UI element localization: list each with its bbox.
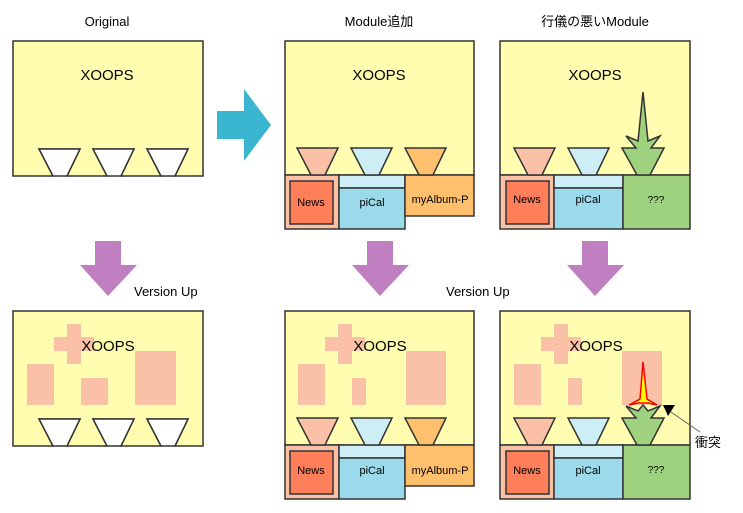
xoops-label: XOOPS — [352, 67, 405, 84]
right-arrow-icon — [217, 89, 271, 161]
xoops-label: XOOPS — [81, 338, 134, 355]
down-arrow-icon-3 — [567, 241, 624, 296]
module-pical: piCal — [553, 147, 624, 230]
version-up-label-2: Version Up — [446, 284, 510, 299]
core-patches — [298, 324, 446, 405]
core-patches — [27, 324, 176, 405]
panel-module-added-upgraded: XOOPS News piCal myAlbum-P — [284, 310, 475, 500]
empty-slot-3 — [145, 418, 190, 447]
empty-slot-3 — [145, 148, 190, 177]
xoops-label: XOOPS — [568, 67, 621, 84]
collision-pointer-line — [667, 409, 701, 433]
module-pical: piCal — [553, 417, 624, 500]
title-module-added: Module追加 — [345, 14, 414, 29]
panel-module-added: XOOPS News piCal myAlbum-P — [284, 40, 475, 230]
panel-original: XOOPS — [12, 40, 204, 177]
empty-slot-2 — [91, 148, 136, 177]
title-original: Original — [85, 14, 130, 29]
collision-label: 衝突 — [695, 435, 721, 450]
panel-original-upgraded: XOOPS — [12, 310, 204, 447]
collision-flame-icon — [628, 361, 658, 406]
module-label-unknown: ??? — [648, 465, 665, 476]
module-news: News — [284, 417, 340, 500]
module-label-pical: piCal — [359, 197, 384, 209]
down-arrow-icon-1 — [80, 241, 137, 296]
module-label-news: News — [513, 194, 541, 206]
empty-slot-2 — [91, 418, 136, 447]
module-label-news: News — [297, 197, 325, 209]
module-myalbum: myAlbum-P — [403, 417, 475, 487]
xoops-label: XOOPS — [80, 67, 133, 84]
module-label-pical: piCal — [575, 465, 600, 477]
module-label-news: News — [513, 465, 541, 477]
module-myalbum: myAlbum-P — [403, 147, 475, 217]
module-unknown: ??? — [620, 361, 691, 500]
xoops-label: XOOPS — [353, 338, 406, 355]
module-label-news: News — [297, 465, 325, 477]
module-news: News — [284, 147, 340, 230]
panel-bad-module: XOOPS News piCal ??? — [499, 40, 691, 230]
title-bad-module: 行儀の悪いModule — [541, 14, 649, 29]
spiky-connector-icon — [620, 91, 666, 176]
module-news: News — [499, 417, 557, 500]
xoops-label: XOOPS — [569, 338, 622, 355]
module-label-myalbum: myAlbum-P — [412, 465, 469, 477]
module-label-pical: piCal — [575, 194, 600, 206]
empty-slot-1 — [37, 418, 82, 447]
module-pical: piCal — [338, 147, 406, 230]
version-up-label-1: Version Up — [134, 284, 198, 299]
module-label-pical: piCal — [359, 465, 384, 477]
module-label-unknown: ??? — [648, 195, 665, 206]
empty-slot-1 — [37, 148, 82, 177]
module-unknown: ??? — [620, 91, 691, 230]
down-arrow-icon-2 — [352, 241, 409, 296]
module-news: News — [499, 147, 557, 230]
collision-pointer-arrowhead-icon — [663, 405, 675, 416]
panel-bad-module-upgraded: XOOPS News piCal ??? — [499, 310, 691, 500]
spiky-connector-icon — [620, 403, 666, 446]
module-label-myalbum: myAlbum-P — [412, 194, 469, 206]
